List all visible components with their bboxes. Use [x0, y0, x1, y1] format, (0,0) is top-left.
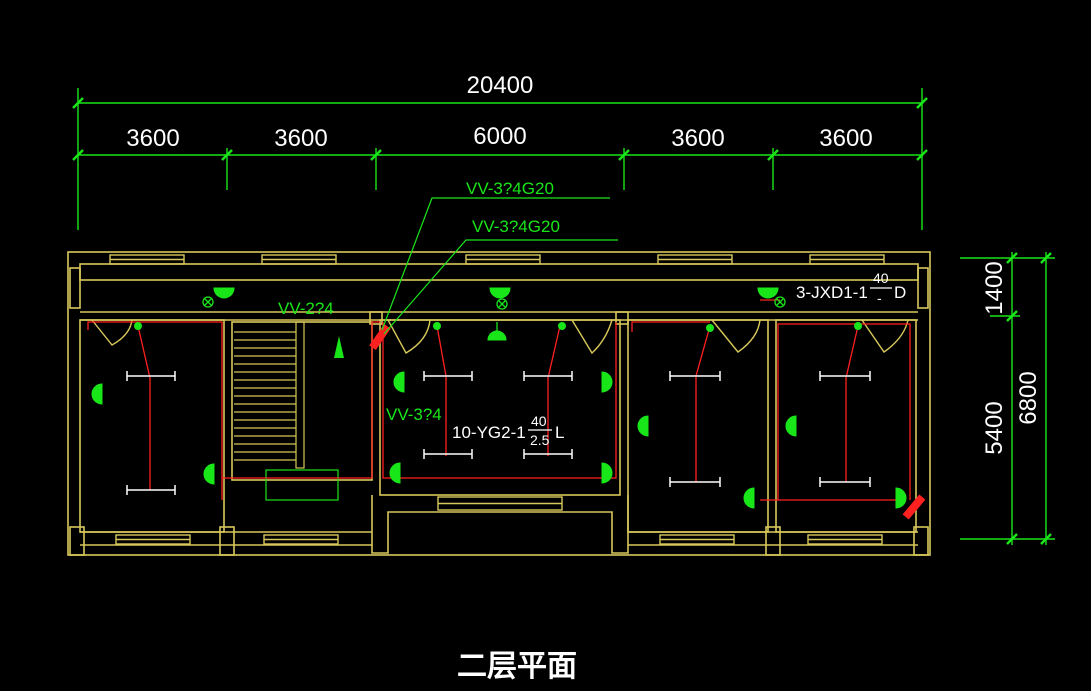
wall-lamps	[91, 287, 907, 509]
cable-label-b: VV-3?4G20	[472, 217, 560, 236]
hall-fixture-prefix: 10-YG2-1	[452, 423, 526, 442]
dim-bay-5: 3600	[819, 125, 872, 152]
windows	[109, 254, 885, 545]
ceiling-lamps	[202, 296, 786, 334]
dim-depth-1400: 1400	[981, 261, 1008, 314]
corridor-fixture-den: -	[877, 290, 882, 306]
cable-label-a: VV-3?4G20	[466, 179, 554, 198]
top-dimensions: 20400 3600 3600 6000 3600 3600	[72, 72, 928, 230]
corridor-fixture-num: 40	[873, 270, 889, 286]
dim-depth-5400: 5400	[981, 401, 1008, 454]
dim-bay-3: 6000	[473, 123, 526, 150]
cable-label-stair: VV-2?4	[278, 299, 334, 318]
building-walls	[67, 251, 931, 556]
leader-lines	[381, 197, 618, 335]
light-fixtures	[126, 371, 871, 495]
corridor-fixture-prefix: 3-JXD1-1	[796, 283, 868, 302]
dim-bay-1: 3600	[126, 125, 179, 152]
hall-fixture-label: 10-YG2-1 40 2.5 L	[452, 413, 564, 448]
switches	[134, 322, 862, 332]
corridor-fixture-label: 3-JXD1-1 40 - D	[796, 270, 906, 306]
dim-total-width: 20400	[467, 72, 534, 99]
dim-bay-4: 3600	[671, 125, 724, 152]
drawing-title: 二层平面	[457, 649, 577, 684]
cable-label-hall: VV-3?4	[386, 405, 442, 424]
stair-landing-outline	[265, 469, 339, 501]
dim-depth-6800: 6800	[1015, 371, 1042, 424]
dim-bay-2: 3600	[274, 125, 327, 152]
staircase	[234, 321, 305, 469]
distribution-boxes	[334, 324, 926, 520]
right-dimensions: 1400 5400 6800	[960, 252, 1055, 545]
hall-fixture-num: 40	[531, 413, 547, 429]
hall-fixture-suffix: L	[555, 423, 564, 442]
hall-fixture-den: 2.5	[530, 432, 550, 448]
corridor-fixture-suffix: D	[894, 283, 906, 302]
